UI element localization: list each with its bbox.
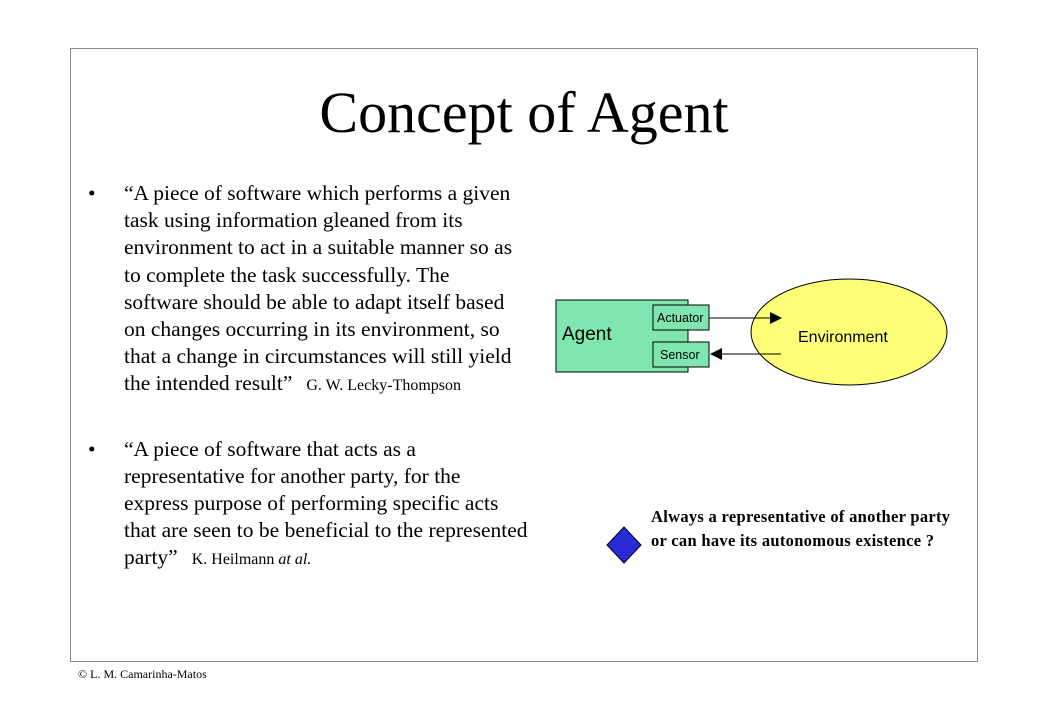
environment-ellipse (750, 278, 948, 386)
actuator-label: Actuator (657, 311, 704, 325)
bullet-item: • “A piece of software that acts as a re… (88, 436, 528, 574)
bullet-dot-icon: • (88, 181, 96, 205)
bullet-dot-icon: • (88, 436, 96, 461)
bullet-quote: “A piece of software that acts as a repr… (124, 436, 528, 570)
bullet-item: • “A piece of software which performs a … (88, 180, 528, 400)
sensor-box (652, 341, 710, 368)
slide-title: Concept of Agent (319, 80, 729, 145)
footer-copyright: © L. M. Camarinha-Matos (78, 667, 207, 681)
bullet-author-suffix: at al. (278, 551, 312, 569)
bullet-author: G. W. Lecky-Thompson (306, 377, 462, 395)
bullet-author: K. Heilmann at al. (191, 551, 312, 569)
bullet-quote: “A piece of software which performs a gi… (124, 181, 513, 396)
actuator-box (652, 304, 710, 331)
sensor-label: Sensor (660, 348, 700, 362)
blue-diamond-icon (606, 526, 642, 564)
note-text: Always a representative of another party… (651, 507, 951, 550)
agent-label: Agent (562, 324, 612, 345)
environment-label: Environment (798, 329, 888, 346)
bullet-list: • “A piece of software which performs a … (88, 180, 528, 574)
slide-frame (70, 48, 978, 662)
